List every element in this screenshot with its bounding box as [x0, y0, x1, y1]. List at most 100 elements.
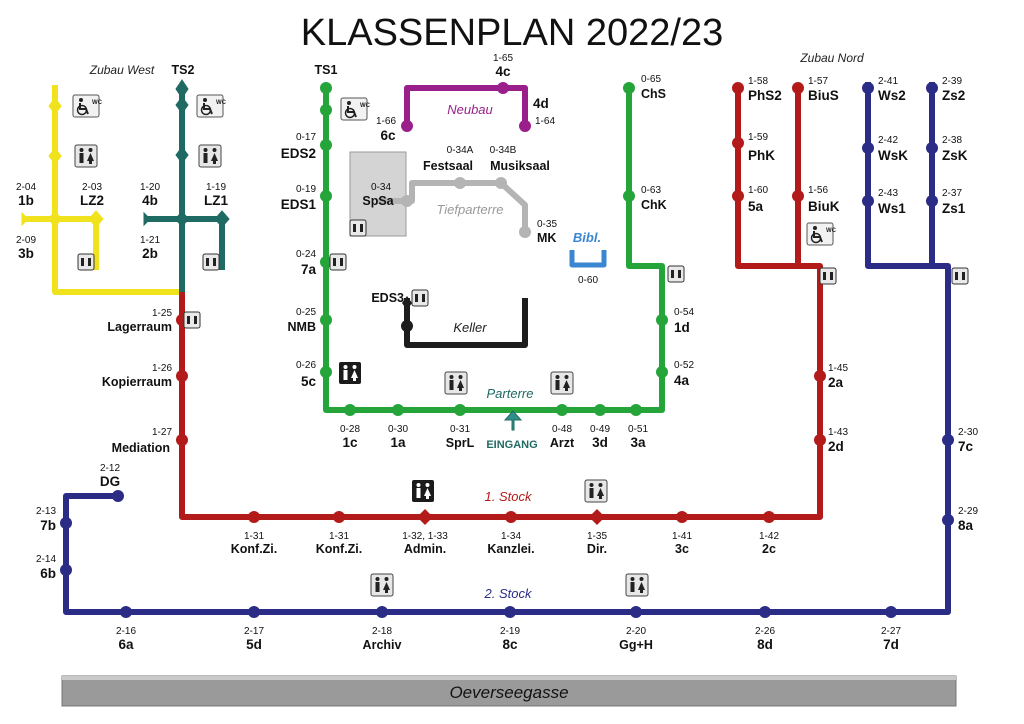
- wheelchair-icon: [340, 97, 372, 121]
- station-marker: [49, 213, 61, 225]
- station-marker: [519, 226, 531, 238]
- station-marker: [763, 511, 775, 523]
- station-marker: [656, 366, 668, 378]
- room-code: 2-18: [372, 626, 392, 637]
- room-code: 2-09: [16, 235, 36, 246]
- station-marker: [248, 511, 260, 523]
- station-marker: [926, 195, 938, 207]
- room-code: 0-25: [296, 307, 316, 318]
- stairs-icon: [819, 267, 837, 285]
- icons: [72, 94, 969, 597]
- room-code: 2-39: [942, 76, 962, 87]
- room-name: MK: [537, 231, 556, 245]
- station-marker: [320, 256, 332, 268]
- room-labels: 2-04 1b 2-09 3b 2-03 LZ2 1-20 4b 1-21 2b…: [16, 53, 978, 652]
- room-code: 2-30: [958, 427, 978, 438]
- zone-west-label: Zubau West: [89, 63, 155, 77]
- station-marker: [401, 120, 413, 132]
- station-marker: [589, 509, 605, 525]
- station-marker: [60, 564, 72, 576]
- stair-ts1-label: TS1: [315, 63, 338, 77]
- station-marker: [623, 190, 635, 202]
- room-code: 0-51: [628, 424, 648, 435]
- restroom-icon: [412, 480, 434, 502]
- room-name: Zs2: [942, 88, 965, 103]
- room-code: 0-26: [296, 360, 316, 371]
- stairs-icon: [329, 253, 347, 271]
- station-marker: [392, 404, 404, 416]
- room-name: EDS2: [281, 146, 316, 161]
- wheelchair-icon: [196, 94, 228, 118]
- station-marker: [320, 139, 332, 151]
- room-name: 7b: [40, 518, 56, 533]
- room-code: 0-65: [641, 74, 661, 85]
- room-code: 1-31: [244, 531, 264, 542]
- room-name: PhS2: [748, 88, 782, 103]
- room-name: 8d: [757, 637, 773, 652]
- floor-neubau-label: Neubau: [447, 102, 493, 117]
- zone-north-label: Zubau Nord: [799, 51, 864, 65]
- room-name: NMB: [288, 320, 316, 334]
- street-bar: [61, 675, 957, 707]
- station-marker: [656, 314, 668, 326]
- room-name: ChS: [641, 87, 666, 101]
- room-code: 2-14: [36, 554, 56, 565]
- station-marker: [814, 370, 826, 382]
- station-marker: [401, 320, 413, 332]
- station-marker: [630, 606, 642, 618]
- room-name: PhK: [748, 148, 775, 163]
- restroom-icon: [198, 144, 222, 168]
- stair-eds3-label: EDS3: [371, 291, 404, 305]
- room-name: Festsaal: [423, 159, 473, 173]
- room-code: 1-20: [140, 182, 160, 193]
- wheelchair-icon: [72, 94, 104, 118]
- station-marker: [120, 606, 132, 618]
- room-name: BiuK: [808, 199, 840, 214]
- station-marker: [885, 606, 897, 618]
- room-name: Zs1: [942, 201, 966, 216]
- room-code: 0-17: [296, 132, 316, 143]
- stair-ts2-label: TS2: [172, 63, 195, 77]
- station-marker: [630, 404, 642, 416]
- station-marker: [320, 82, 332, 94]
- room-name: BiuS: [808, 88, 839, 103]
- station-marker: [320, 190, 332, 202]
- room-name: 8c: [502, 637, 518, 652]
- room-name: LZ1: [204, 193, 228, 208]
- room-name: 2d: [828, 439, 844, 454]
- room-code: 1-59: [748, 132, 768, 143]
- stairs-icon: [411, 289, 429, 307]
- room-name: 8a: [958, 518, 974, 533]
- bibl-line: [569, 250, 607, 268]
- room-name: 2c: [762, 542, 776, 556]
- room-code: 0-48: [552, 424, 572, 435]
- room-name: Lagerraum: [107, 320, 172, 334]
- room-name: SpSa: [362, 194, 394, 208]
- station-marker: [176, 370, 188, 382]
- green-line: [323, 86, 665, 413]
- room-code: 1-64: [535, 116, 555, 127]
- room-code: 1-65: [493, 53, 513, 64]
- room-code: 0-24: [296, 249, 316, 260]
- street-curb: [62, 676, 956, 680]
- station-marker: [862, 82, 874, 94]
- room-code: 1-35: [587, 531, 607, 542]
- room-name: Ws1: [878, 201, 906, 216]
- room-name: 3c: [675, 542, 689, 556]
- purple-line: [404, 85, 528, 126]
- room-name: 1b: [18, 193, 34, 208]
- room-name: Musiksaal: [490, 159, 550, 173]
- station-marker: [942, 514, 954, 526]
- room-code: 1-41: [672, 531, 692, 542]
- room-code: 0-60: [578, 275, 598, 286]
- restroom-icon: [625, 573, 649, 597]
- room-name: 4d: [533, 96, 549, 111]
- stations: [21, 79, 954, 618]
- stairs-icon: [183, 311, 201, 329]
- restroom-icon: [550, 371, 574, 395]
- entrance-arrow-icon: [503, 410, 523, 431]
- room-code: 1-60: [748, 185, 768, 196]
- station-marker: [759, 606, 771, 618]
- room-name: ZsK: [942, 148, 968, 163]
- room-name: 6b: [40, 566, 56, 581]
